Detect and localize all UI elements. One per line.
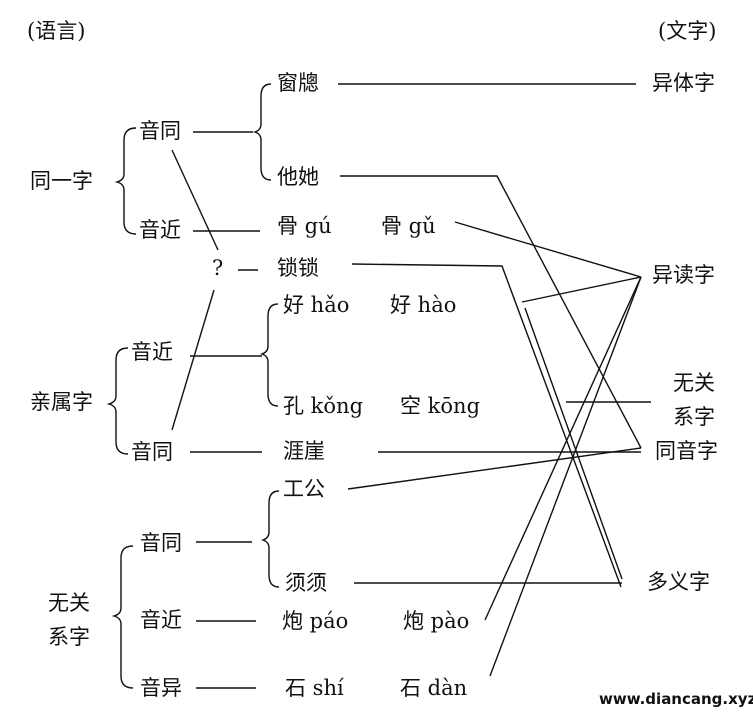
bracket-items-2 — [259, 303, 279, 407]
diag-q-bottom — [171, 289, 215, 431]
sub-near-sound-1: 音近 — [139, 218, 181, 242]
group-same-char: 同一字 — [30, 169, 93, 193]
header-writing: (文字) — [658, 19, 717, 43]
item-pao-1: 炮 páo — [282, 609, 349, 633]
bracket-related — [106, 347, 129, 455]
map-pao-reading — [484, 276, 642, 621]
header-language: (语言) — [27, 19, 86, 43]
right-homophone-chars: 同音字 — [655, 439, 718, 463]
right-reading-chars: 异读字 — [652, 263, 715, 287]
sub-near-sound-2: 音近 — [131, 340, 173, 364]
map-shi-reading — [489, 276, 642, 677]
sub-same-sound-1: 音同 — [139, 119, 181, 143]
right-unrelated-line2: 系字 — [673, 405, 715, 429]
item-shi-1: 石 shí — [285, 676, 344, 700]
item-hao-2: 好 hào — [390, 293, 457, 317]
sub-same-sound-3: 音同 — [140, 531, 182, 555]
map-reading-cross — [521, 276, 642, 303]
item-gu-1: 骨 gú — [277, 214, 332, 238]
watermark-text: www.diancang.xyz — [599, 690, 753, 708]
item-suo: 锁锁 — [277, 256, 319, 280]
map-gu-reading — [454, 221, 642, 278]
right-variant-chars: 异体字 — [652, 71, 715, 95]
map-suo — [351, 263, 622, 588]
item-pao-2: 炮 pào — [403, 609, 470, 633]
diag-q-top — [171, 149, 219, 251]
item-xu: 须须 — [285, 571, 327, 595]
group-unrelated-line1: 无关 — [48, 591, 90, 615]
bracket-items-1 — [252, 83, 272, 181]
sub-same-sound-2: 音同 — [131, 440, 173, 464]
right-polysemy-chars: 多义字 — [647, 570, 710, 594]
item-kong-2: 空 kōng — [400, 394, 481, 418]
item-ya: 涯崖 — [283, 439, 325, 463]
item-kong-1: 孔 kǒng — [283, 394, 364, 418]
item-shi-2: 石 dàn — [400, 676, 468, 700]
item-chuang: 窗牕 — [277, 71, 319, 95]
group-related: 亲属字 — [30, 390, 93, 414]
sub-near-sound-3: 音近 — [140, 608, 182, 632]
bracket-unrelated — [111, 545, 134, 689]
group-unrelated-line2: 系字 — [48, 625, 90, 649]
item-hao-1: 好 hǎo — [283, 293, 350, 317]
map-tata — [340, 175, 642, 449]
map-gong-homophone — [347, 447, 642, 490]
bracket-same-char — [114, 127, 137, 235]
right-unrelated-line1: 无关 — [673, 371, 715, 395]
map-reading-polysemy — [524, 307, 623, 580]
sub-diff-sound: 音异 — [140, 676, 182, 700]
bracket-items-3 — [260, 490, 280, 588]
question-mark: ? — [212, 256, 224, 280]
item-tata: 他她 — [277, 165, 319, 189]
item-gu-2: 骨 gǔ — [381, 214, 436, 238]
item-gong: 工公 — [283, 477, 325, 501]
